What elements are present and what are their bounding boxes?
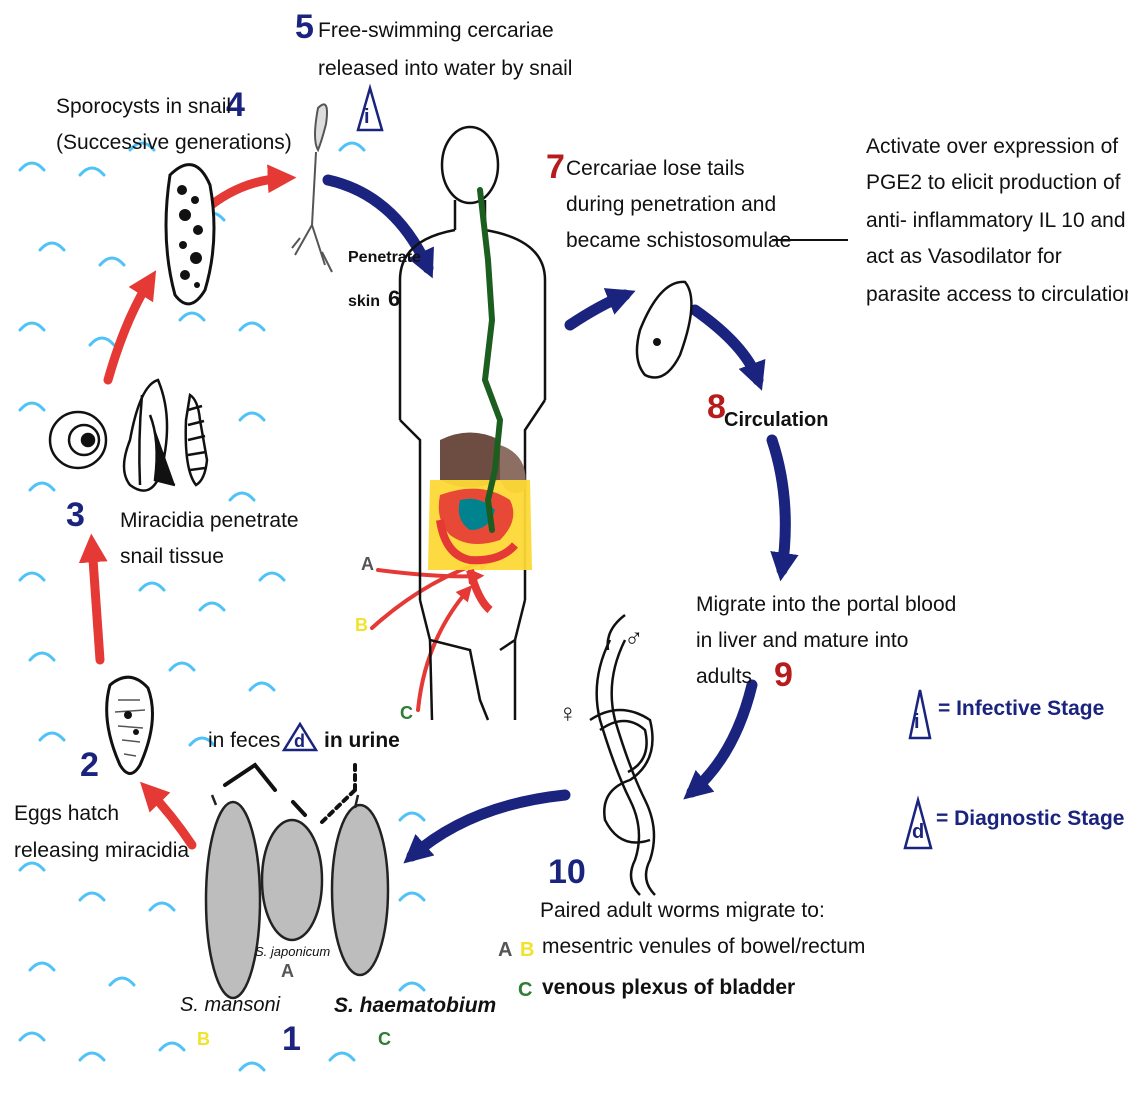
step-3-label-line1: Miracidia penetrate — [120, 510, 299, 531]
s-haematobium-label: S. haematobium — [334, 995, 496, 1016]
intestine-route-B: B — [355, 616, 368, 634]
step-6-label-line2: skin — [348, 294, 380, 310]
destination-c-text: venous plexus of bladder — [542, 977, 795, 998]
step-10-label: Paired adult worms migrate to: — [540, 900, 825, 921]
step-3-label-line2: snail tissue — [120, 546, 224, 567]
intestine-route-A: A — [361, 555, 374, 573]
schistosomula-icon — [637, 282, 691, 378]
male-symbol: ♂ — [624, 625, 644, 651]
in-urine-label: in urine — [324, 730, 400, 751]
egg-icon — [206, 795, 388, 998]
step-2-label-line2: releasing miracidia — [14, 840, 189, 861]
step-4-label-line1: Sporocysts in snail — [56, 96, 231, 117]
intestine-route-C: C — [400, 704, 413, 722]
legend-diagnostic-symbol: d — [912, 822, 924, 842]
step-2-number: 2 — [80, 748, 99, 782]
cercaria-icon — [292, 104, 332, 272]
step-5-number: 5 — [295, 10, 314, 44]
legend-infective-symbol: i — [914, 712, 920, 732]
diagnostic-stage-symbol: d — [294, 732, 305, 750]
s-mansoni-label: S. mansoni — [180, 995, 280, 1015]
step-5-label-line1: Free-swimming cercariae — [318, 20, 554, 41]
sporocyst-icon — [166, 165, 214, 304]
note-line3: anti- inflammatory IL 10 and — [866, 210, 1126, 231]
note-line2: PGE2 to elicit production of — [866, 172, 1120, 193]
egg-route-C: C — [378, 1030, 391, 1048]
step-10-number: 10 — [548, 855, 586, 889]
step-7-number: 7 — [546, 150, 565, 184]
egg-route-A: A — [281, 962, 294, 980]
step-8-label: Circulation — [724, 410, 828, 430]
step-7-label-line2: during penetration and — [566, 194, 776, 215]
destination-A-letter: A — [498, 940, 512, 960]
human-stage-arrows — [328, 180, 785, 856]
snail-icon — [50, 380, 207, 491]
digestive-organs — [428, 433, 532, 611]
infective-stage-symbol: i — [364, 107, 370, 127]
step-2-label-line1: Eggs hatch — [14, 803, 119, 824]
adult-worm-pair-icon — [590, 615, 655, 895]
step-9-number: 9 — [774, 658, 793, 692]
female-symbol: ♀ — [558, 700, 578, 726]
step-9-label-line2: in liver and mature into — [696, 630, 908, 651]
egg-route-B: B — [197, 1030, 210, 1048]
legend-infective-label: = Infective Stage — [938, 698, 1104, 719]
step-4-label-line2: (Successive generations) — [56, 132, 292, 153]
step-1-number: 1 — [282, 1022, 301, 1056]
human-body-icon — [400, 127, 545, 720]
step-9-label-line3: adults — [696, 666, 752, 687]
destination-B-letter: B — [520, 940, 534, 960]
legend-diagnostic-label: = Diagnostic Stage — [936, 808, 1124, 829]
step-6-label-line1: Penetrate — [348, 250, 421, 266]
step-9-label-line1: Migrate into the portal blood — [696, 594, 956, 615]
note-line5: parasite access to circulation — [866, 284, 1128, 305]
s-japonicum-label: S. japonicum — [255, 945, 330, 958]
step-7-label-line1: Cercariae lose tails — [566, 158, 745, 179]
miracidium-icon — [107, 677, 153, 773]
step-5-label-line2: released into water by snail — [318, 58, 572, 79]
destination-C-letter: C — [518, 980, 532, 1000]
step-6-number: 6 — [388, 288, 400, 310]
note-line4: act as Vasodilator for — [866, 246, 1062, 267]
destination-ab-text: mesentric venules of bowel/rectum — [542, 936, 865, 957]
step-7-label-line3: became schistosomulae — [566, 230, 791, 251]
step-3-number: 3 — [66, 498, 85, 532]
in-feces-label: in feces — [208, 730, 280, 751]
note-line1: Activate over expression of — [866, 136, 1118, 157]
